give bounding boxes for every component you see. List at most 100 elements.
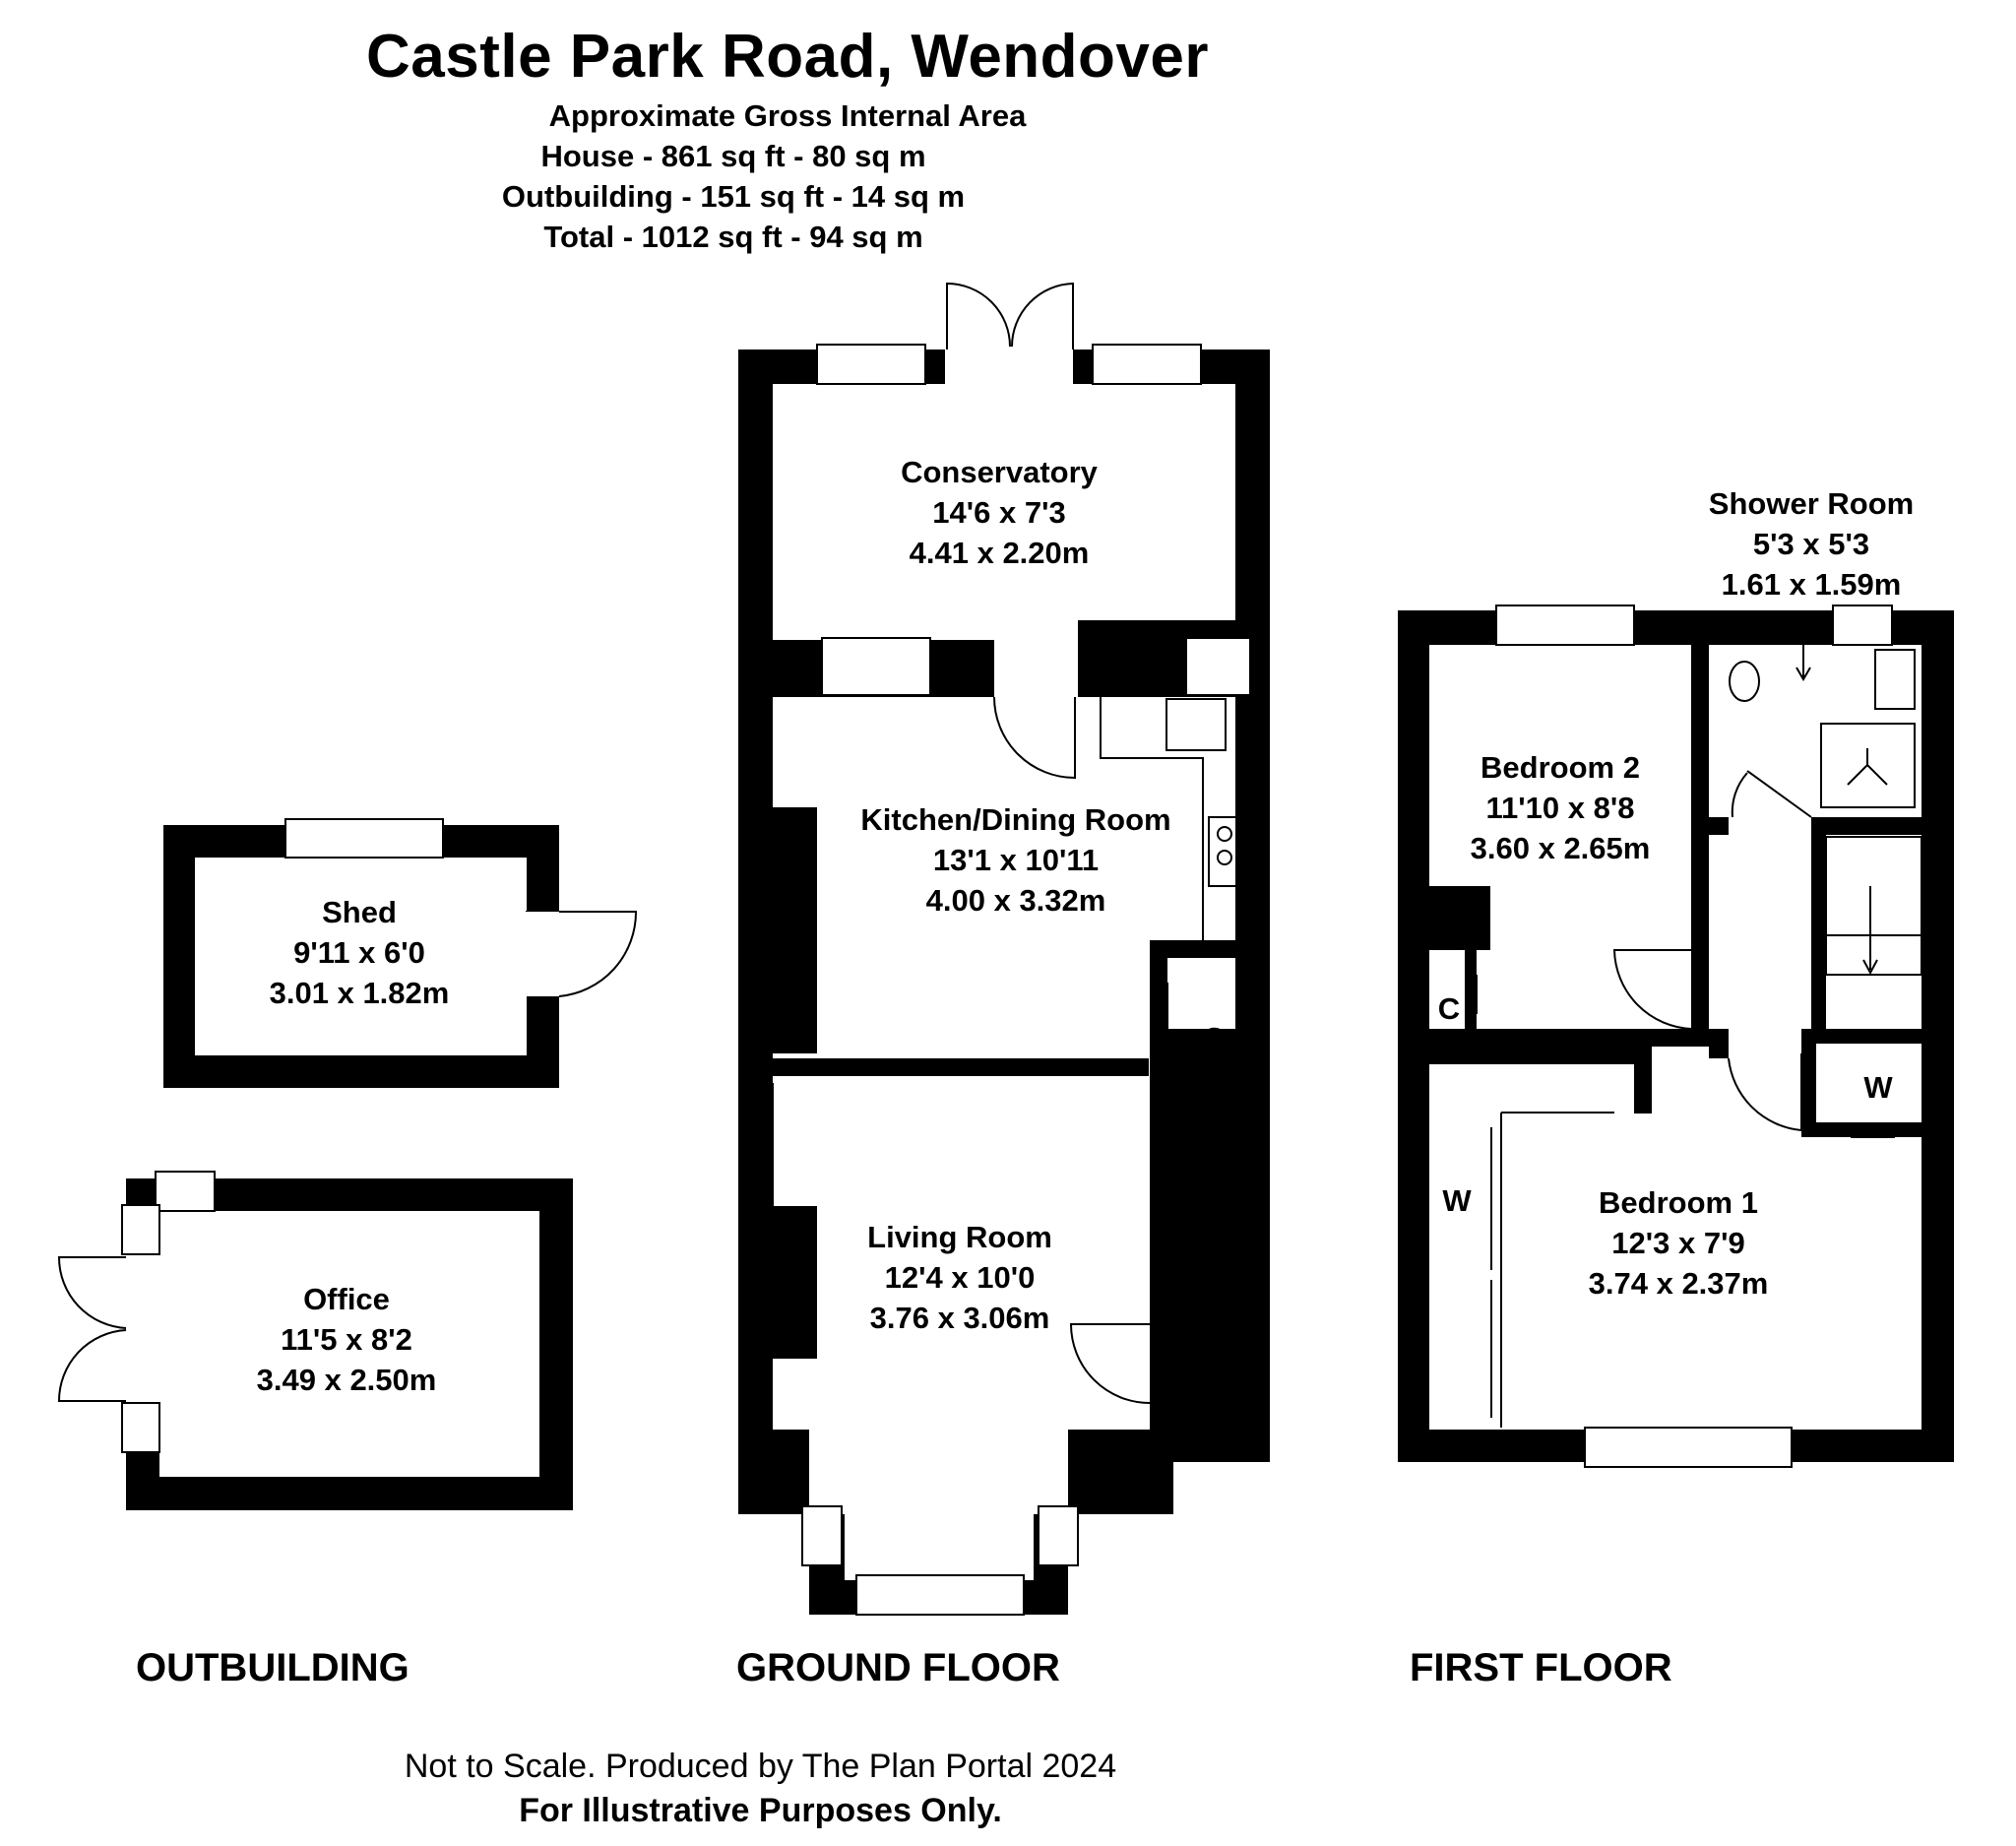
bedroom1-metric: 3.74 x 2.37m	[1589, 1266, 1769, 1301]
bedroom2-imperial: 11'10 x 8'8	[1486, 791, 1635, 825]
bedroom1-wardrobe-doors	[1490, 1112, 1614, 1428]
bedroom1-top-wall	[1429, 1047, 1634, 1064]
kitchen-metric: 4.00 x 3.32m	[926, 883, 1106, 918]
first-floor-label: FIRST FLOOR	[1410, 1646, 1672, 1689]
kitchen-door-opening	[994, 635, 1078, 699]
conservatory-name: Conservatory	[901, 455, 1099, 489]
living-imperial: 12'4 x 10'0	[885, 1260, 1036, 1295]
bay-window-front	[855, 1574, 1025, 1616]
kitchen-sink	[1166, 698, 1227, 751]
shed-name: Shed	[322, 895, 397, 929]
shed-metric: 3.01 x 1.82m	[270, 976, 450, 1010]
office-metric: 3.49 x 2.50m	[257, 1363, 437, 1397]
shower-basin	[1874, 649, 1916, 710]
shower-arrow	[1796, 630, 1811, 681]
office-window-left-lower	[121, 1402, 160, 1453]
conservatory-french-doors	[946, 282, 1074, 350]
bedroom1-window	[1584, 1427, 1793, 1468]
misc-lines	[772, 983, 1168, 1206]
kitchen-worktop	[1100, 697, 1204, 940]
landing-wardrobe-label: W	[1863, 1070, 1893, 1105]
shed-door-swing	[558, 911, 638, 997]
office-walls	[126, 1178, 573, 1510]
shed-door-opening	[526, 912, 563, 996]
living-door-swing	[1069, 1323, 1151, 1404]
shower-metric: 1.61 x 1.59m	[1722, 567, 1902, 602]
shower-drain	[1847, 748, 1888, 786]
shed-walls	[163, 825, 559, 1088]
bay-window-left	[801, 1505, 843, 1566]
stairwell-wall	[1811, 835, 1826, 1032]
shed-plan	[163, 818, 638, 1088]
area-total: Total - 1012 sq ft - 94 sq m	[543, 220, 923, 254]
cupboard-bottom-wall	[1150, 1117, 1235, 1135]
kitchen-imperial: 13'1 x 10'11	[933, 843, 1099, 877]
bedroom2-name: Bedroom 2	[1480, 750, 1640, 785]
stairs-arrow	[1167, 1176, 1264, 1255]
kitchen-window-left	[821, 637, 931, 696]
cupboard-top-wall	[1150, 940, 1235, 958]
shower-window	[1832, 605, 1893, 646]
wardrobe-left-wall	[1801, 1029, 1816, 1137]
shower-bottom-wall	[1811, 817, 1922, 835]
bedroom1-top-stub	[1634, 1047, 1652, 1114]
living-name: Living Room	[867, 1220, 1052, 1254]
conservatory-metric: 4.41 x 2.20m	[910, 536, 1090, 570]
living-metric: 3.76 x 3.06m	[870, 1301, 1050, 1335]
conservatory-window-right	[1092, 344, 1202, 385]
bedroom2-cupboard-label: C	[1438, 991, 1460, 1026]
area-house: House - 861 sq ft - 80 sq m	[540, 139, 926, 173]
conservatory-window-left	[816, 344, 926, 385]
living-chimney	[773, 1206, 817, 1359]
office-name: Office	[303, 1282, 390, 1316]
first-floor-plan	[1398, 605, 1954, 1468]
outbuilding-label: OUTBUILDING	[136, 1646, 410, 1689]
wall-kitchen-living	[773, 1058, 1149, 1076]
office-door-opening	[118, 1255, 167, 1403]
shed-window	[284, 818, 444, 859]
hall-wall	[1150, 1186, 1167, 1324]
shower-door-swing	[1731, 770, 1812, 818]
ground-cupboard-label: C	[1203, 1021, 1225, 1055]
office-imperial: 11'5 x 8'2	[281, 1322, 412, 1357]
bedroom2-chimney	[1429, 886, 1490, 950]
ground-floor-plan	[738, 282, 1270, 1616]
shower-tray	[1820, 723, 1916, 808]
office-window-left-upper	[121, 1204, 160, 1255]
area-outbuilding: Outbuilding - 151 sq ft - 14 sq m	[501, 179, 966, 214]
first-stairs-arrow	[1826, 886, 1922, 976]
wardrobe-top-wall	[1801, 1029, 1922, 1044]
bedroom1-imperial: 12'3 x 7'9	[1611, 1226, 1744, 1260]
bedroom1-wardrobe-label: W	[1442, 1183, 1472, 1218]
toilet	[1729, 661, 1760, 702]
wardrobe-bottom-wall	[1801, 1122, 1922, 1137]
shed-imperial: 9'11 x 6'0	[293, 935, 425, 970]
kitchen-name: Kitchen/Dining Room	[860, 802, 1170, 837]
conservatory-imperial: 14'6 x 7'3	[932, 495, 1065, 530]
bedroom2-cupboard-wall	[1465, 950, 1477, 1029]
bedroom1-door-swing	[1728, 1053, 1802, 1132]
bedroom2-bottom-wall	[1429, 1029, 1709, 1047]
area-heading: Approximate Gross Internal Area	[548, 98, 1027, 133]
office-french-doors	[57, 1256, 127, 1402]
bedroom2-metric: 3.60 x 2.65m	[1471, 831, 1651, 865]
ground-floor-label: GROUND FLOOR	[736, 1646, 1060, 1689]
landing-wall	[1709, 1029, 1729, 1058]
shower-wall-stub	[1709, 817, 1729, 835]
kitchen-chimney	[773, 807, 817, 1053]
shower-imperial: 5'3 x 5'3	[1753, 527, 1869, 561]
cupboard-left-wall	[1150, 940, 1167, 1186]
ground-floor-outer-walls	[738, 350, 1270, 1615]
bedroom2-door-swing	[1612, 949, 1692, 1030]
bedroom1-name: Bedroom 1	[1599, 1185, 1758, 1220]
kitchen-hob	[1208, 816, 1261, 887]
kitchen-window-right	[1185, 637, 1251, 696]
bedroom2-right-wall	[1691, 645, 1709, 1029]
plan-title: Castle Park Road, Wendover	[365, 23, 1210, 91]
office-window-top	[155, 1171, 216, 1212]
shower-name: Shower Room	[1709, 486, 1914, 521]
footer-disclaimer: For Illustrative Purposes Only.	[519, 1792, 1002, 1829]
first-stairs	[1825, 836, 1922, 976]
bedroom2-window	[1495, 605, 1635, 646]
